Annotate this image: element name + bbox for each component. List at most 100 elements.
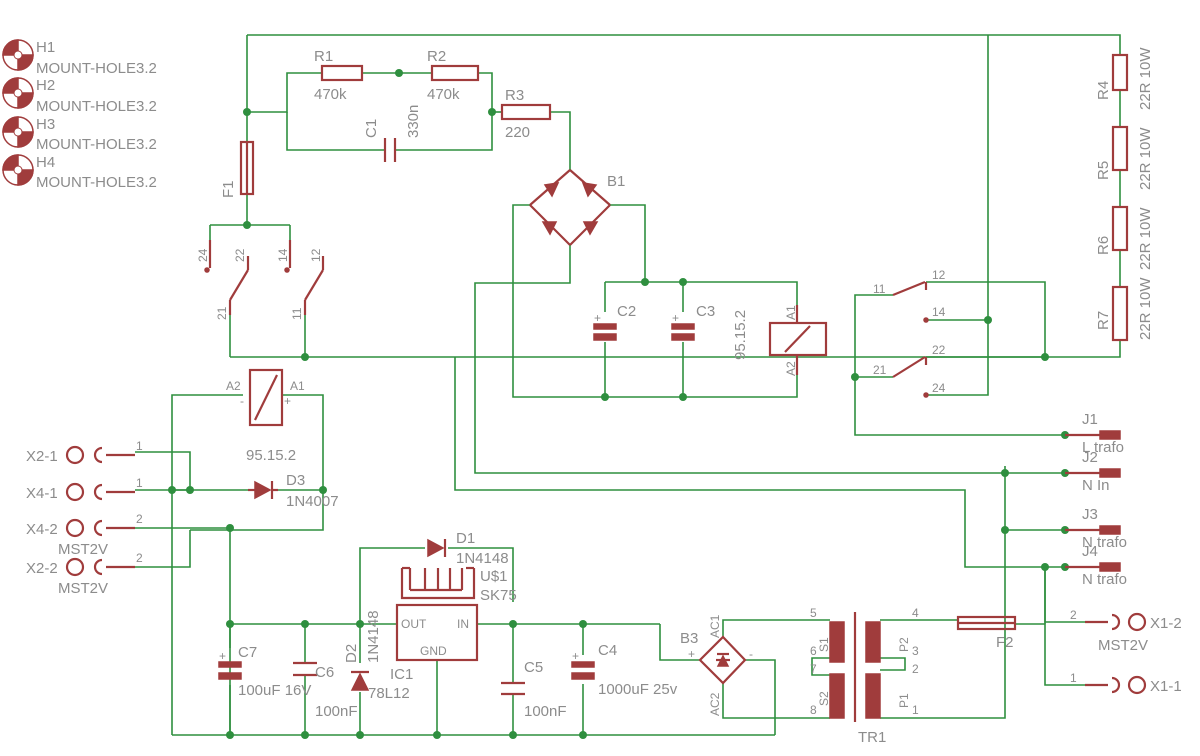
svg-text:8: 8 (810, 703, 817, 717)
svg-text:+: + (219, 649, 226, 663)
lc-11: 11 (290, 307, 304, 320)
relay-left-plus: + (284, 394, 291, 408)
r4-value: 22R 10W (1137, 47, 1154, 110)
r2-value: 470k (427, 86, 460, 103)
fuse-f1: F1 (220, 140, 255, 198)
jumper-j2[interactable]: J2 N In (1065, 449, 1121, 494)
relay-left-minus: - (240, 394, 244, 408)
mount-hole-h2: H2 MOUNT-HOLE3.2 (2, 77, 157, 115)
regulator-ic1: OUT IN GND IC1 78L12 (368, 603, 479, 702)
jumper-j1[interactable]: J1 L trafo (1065, 411, 1124, 456)
relay-left-a2: A2 (226, 379, 241, 393)
c6-ref: C6 (315, 664, 334, 681)
heatsink-value: SK75 (480, 587, 517, 604)
x4-1-pin: 1 (136, 476, 143, 490)
tr1-ref: TR1 (858, 729, 886, 746)
r3-ref: R3 (505, 87, 524, 104)
x1-2-ref: X1-2 (1150, 615, 1182, 632)
resistor-r2: R2 470k (427, 48, 480, 103)
lc-12: 12 (309, 248, 323, 262)
jumper-j3[interactable]: J3 N trafo (1065, 506, 1127, 551)
r5-ref: R5 (1095, 161, 1112, 180)
rc-12: 12 (932, 268, 946, 282)
rc-24: 24 (932, 381, 946, 395)
x4-2-value: MST2V (58, 541, 108, 558)
ic1-out: OUT (401, 617, 427, 631)
rc-21: 21 (873, 363, 887, 377)
connector-x4-1[interactable]: X4-1 1 (26, 476, 143, 502)
svg-text:4: 4 (912, 606, 919, 620)
r7-value: 22R 10W (1137, 277, 1154, 340)
mount-hole-ref: H2 (36, 77, 55, 94)
tr1-p1: P1 (897, 693, 911, 708)
tr1-s1: S1 (817, 637, 831, 652)
d3-ref: D3 (286, 472, 305, 489)
c7-value: 100uF 16V (238, 682, 311, 699)
transformer-tr1: S1 S2 P2 P1 5 6 7 8 4 3 2 1 TR1 (810, 606, 919, 746)
jumper-j4[interactable]: J4 N trafo (1065, 543, 1127, 588)
j2-value: N In (1082, 477, 1110, 494)
relay-coil-right: A1 A2 95.15.2 (732, 305, 828, 376)
c6-value: 100nF (315, 703, 358, 720)
diode-d1: D1 1N4148 (427, 530, 509, 567)
x1-1-ref: X1-1 (1150, 678, 1182, 695)
connector-x1-2[interactable]: 2 X1-2 MST2V (1070, 608, 1182, 654)
connector-x2-1[interactable]: X2-1 1 (26, 439, 143, 465)
c5-ref: C5 (524, 659, 543, 676)
b3-ac2: AC2 (708, 692, 722, 716)
resistor-r3: R3 220 (500, 87, 552, 141)
capacitor-c2: + C2 (593, 303, 636, 341)
tr1-p2: P2 (897, 637, 911, 652)
r5-value: 22R 10W (1137, 127, 1154, 190)
x2-2-pin: 2 (136, 551, 143, 565)
resistor-r1: R1 470k (314, 48, 364, 103)
relay-right-value: 95.15.2 (732, 310, 749, 360)
lc-14: 14 (276, 248, 290, 262)
d1-ref: D1 (456, 530, 475, 547)
r1-ref: R1 (314, 48, 333, 65)
connector-x1-1[interactable]: 1 X1-1 (1070, 671, 1182, 695)
b3-ac1: AC1 (708, 614, 722, 638)
ic1-in: IN (457, 617, 469, 631)
r2-ref: R2 (427, 48, 446, 65)
resistor-r5: R5 22R 10W (1095, 125, 1154, 190)
mount-hole-value: MOUNT-HOLE3.2 (36, 174, 157, 191)
svg-text:+: + (672, 311, 679, 325)
b3-ref: B3 (680, 630, 698, 647)
connector-x2-2[interactable]: X2-2 2 MST2V (26, 551, 143, 597)
lc-22: 22 (233, 248, 247, 262)
x4-1-ref: X4-1 (26, 485, 58, 502)
svg-text:6: 6 (810, 644, 817, 658)
connector-x4-2[interactable]: X4-2 2 MST2V (26, 512, 143, 558)
r6-value: 22R 10W (1137, 207, 1154, 270)
r1-value: 470k (314, 86, 347, 103)
ic1-ref: IC1 (390, 666, 413, 683)
c4-ref: C4 (598, 642, 617, 659)
x2-1-pin: 1 (136, 439, 143, 453)
relay-left-a1: A1 (290, 379, 305, 393)
r3-value: 220 (505, 124, 530, 141)
c7-ref: C7 (238, 644, 257, 661)
x2-1-ref: X2-1 (26, 448, 58, 465)
d2-value: 1N4148 (365, 610, 382, 663)
x1-2-value: MST2V (1098, 637, 1148, 654)
relay-coil-left: A2 A1 - + 95.15.2 (226, 368, 305, 464)
diode-d3: D3 1N4007 (248, 472, 339, 510)
x4-2-ref: X4-2 (26, 521, 58, 538)
j4-value: N trafo (1082, 571, 1127, 588)
relay-right-a1: A1 (784, 305, 798, 320)
heatsink-u1: U$1 SK75 (400, 566, 517, 604)
x1-1-pin: 1 (1070, 671, 1077, 685)
relay-right-a2: A2 (784, 361, 798, 376)
svg-text:2: 2 (912, 662, 919, 676)
c5-value: 100nF (524, 703, 567, 720)
rc-22: 22 (932, 343, 946, 357)
resistor-r4: R4 22R 10W (1095, 47, 1154, 110)
mount-hole-value: MOUNT-HOLE3.2 (36, 98, 157, 115)
mount-hole-ref: H1 (36, 39, 55, 56)
d3-value: 1N4007 (286, 493, 339, 510)
rc-11: 11 (873, 282, 886, 296)
diode-d2: D2 1N4148 (343, 610, 382, 691)
f2-ref: F2 (996, 634, 1014, 651)
